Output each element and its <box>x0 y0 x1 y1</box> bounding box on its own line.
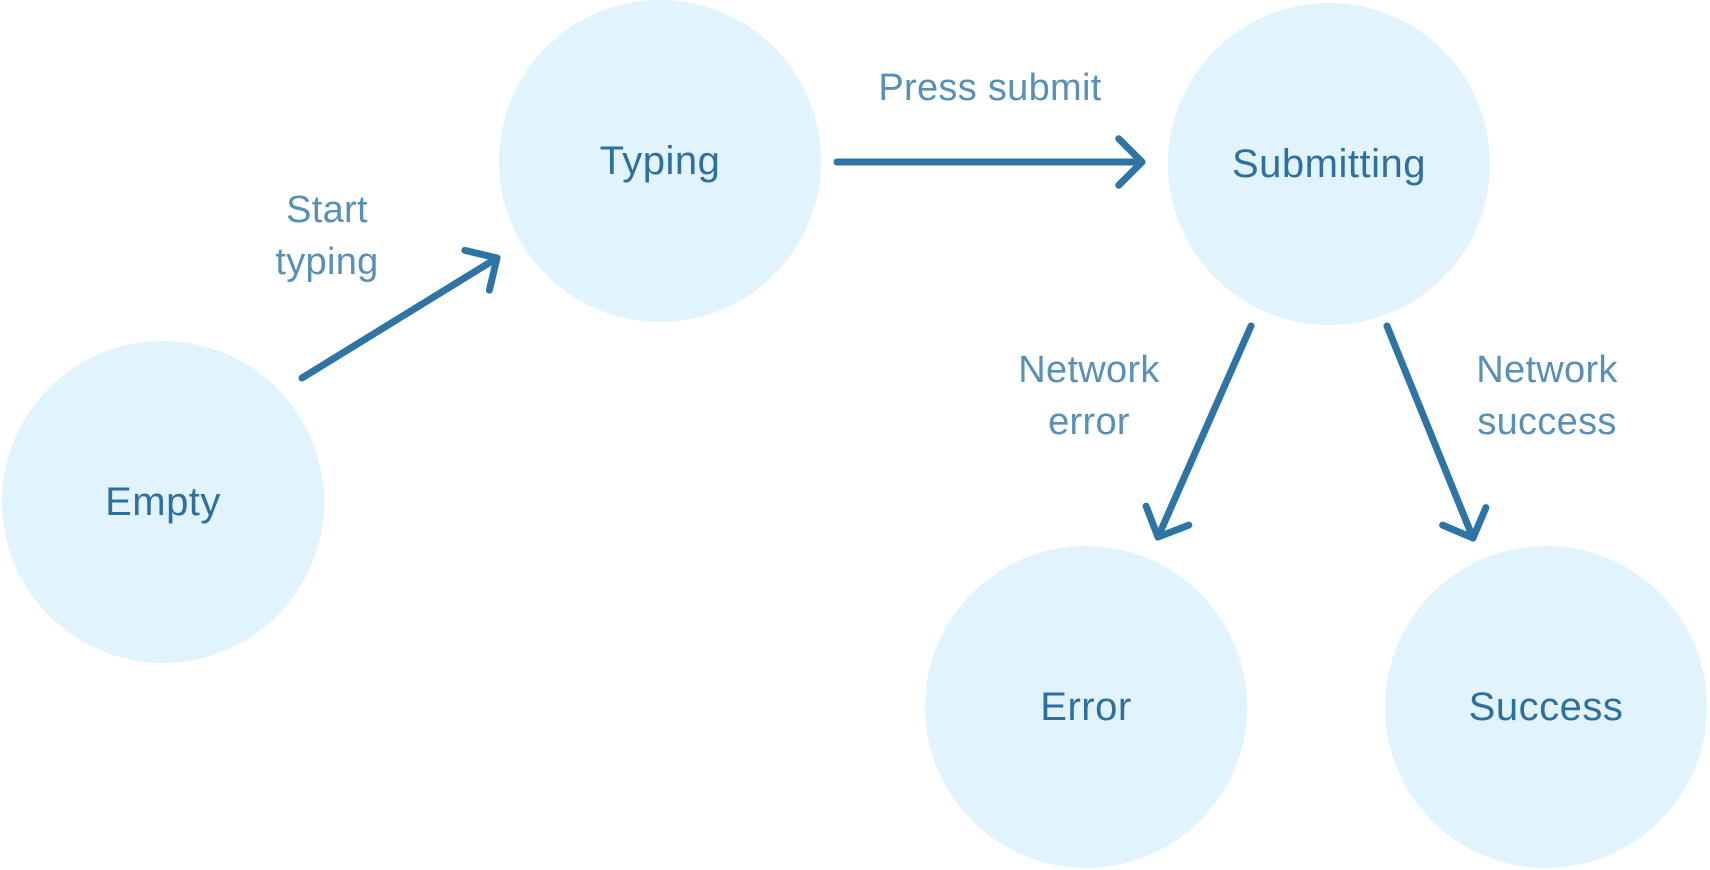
transition-arrowhead-network-error <box>1142 502 1193 541</box>
transition-label-line: typing <box>275 241 379 283</box>
transition-label-line: Network <box>1018 349 1160 391</box>
transition-arrowhead-press-submit <box>1115 135 1146 189</box>
transition-label-network-success: Network success <box>1476 344 1617 448</box>
transition-arrow-press-submit <box>833 135 1146 189</box>
state-label-empty: Empty <box>105 479 221 524</box>
state-label-submitting: Submitting <box>1232 141 1426 186</box>
transition-label-line: Network <box>1476 349 1618 391</box>
state-label-typing: Typing <box>599 138 721 183</box>
transition-arrowhead-start-typing <box>461 246 501 294</box>
transition-label-line: Start <box>286 189 368 231</box>
transition-label-line: error <box>1048 401 1130 443</box>
state-node-empty: Empty <box>2 341 324 663</box>
transition-arrow-shaft-network-success <box>1383 322 1477 542</box>
transition-arrow-shaft-network-error <box>1154 322 1255 541</box>
transition-label-start-typing: Start typing <box>275 184 378 288</box>
transition-arrowhead-network-success <box>1439 504 1490 542</box>
transition-arrow-network-success <box>1383 322 1490 542</box>
transition-arrow-network-error <box>1142 322 1255 541</box>
transition-label-line: Press submit <box>878 67 1102 109</box>
transition-label-press-submit: Press submit <box>878 62 1101 114</box>
transition-label-network-error: Network error <box>1018 344 1159 448</box>
state-node-typing: Typing <box>499 0 821 322</box>
transition-label-line: success <box>1477 401 1617 443</box>
state-node-error: Error <box>925 546 1247 868</box>
state-label-error: Error <box>1040 684 1132 729</box>
state-label-success: Success <box>1468 684 1624 729</box>
state-node-submitting: Submitting <box>1168 3 1490 325</box>
state-node-success: Success <box>1385 546 1707 868</box>
